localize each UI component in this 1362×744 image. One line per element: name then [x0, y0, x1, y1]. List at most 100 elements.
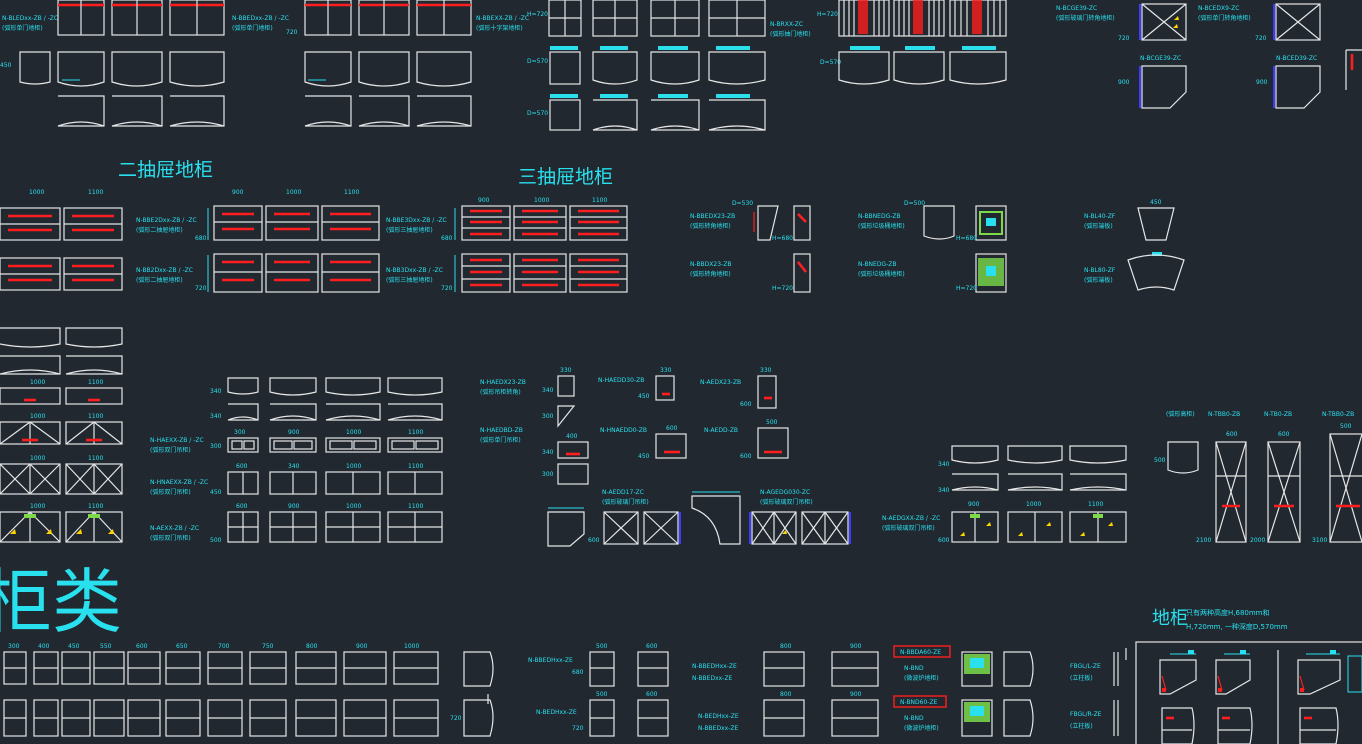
dim-label: 600 [236, 503, 248, 510]
code-glass-row: N-AEDGXX-ZB / -ZC [882, 515, 940, 522]
code-tall-3: N-TBB0-ZB [1322, 411, 1354, 418]
top-left-cabinet-group: N-BLEDxx-ZB / -ZC (弧形单门地柜) 450 [0, 0, 225, 127]
dim-label: 1100 [344, 189, 359, 196]
dim-label: 680 [572, 669, 584, 676]
code-wall-9-desc: (弧形双门吊柜) [150, 446, 191, 454]
code-two-drawer-a: N-BBE2Dxx-ZB / -ZC [136, 217, 197, 224]
heading-two-drawer: 二抽屉地柜 [118, 159, 213, 181]
dim-label: 680 [195, 235, 207, 242]
code-wall-3: N-HAEDD30-ZB [598, 377, 644, 384]
code-end-1-desc: (弧形端板) [1084, 222, 1113, 230]
code-bot-8-desc: (立柱板) [1070, 722, 1093, 730]
code-wall-10: N-HNAEXX-ZB / -ZC [150, 479, 208, 486]
heading-base-cabinet: 地柜 [1152, 608, 1188, 629]
code-wall-8: N-AGEDG030-ZC [760, 489, 810, 496]
dim-label: 2100 [1196, 537, 1211, 544]
dim-label: 300 [542, 471, 554, 478]
dim-label: 720 [441, 285, 453, 292]
dim-label: D=570 [527, 58, 548, 65]
dim-label: 1100 [88, 379, 103, 386]
dim-label: 1100 [1088, 501, 1103, 508]
code-bot-1: N-BBEDHxx-ZE [528, 657, 573, 664]
code-top-1: N-BLEDxx-ZB / -ZC [2, 15, 58, 22]
dim-label: 500 [1154, 457, 1166, 464]
dim-label: 800 [780, 691, 792, 698]
dim-label: 340 [542, 449, 554, 456]
code-top-4: N-BRXX-ZC [770, 21, 803, 28]
dim-label: 340 [938, 461, 950, 468]
code-top-2: N-BBEDxx-ZB / -ZC [232, 15, 289, 22]
dim-label: 720 [195, 285, 207, 292]
dim-label: 900 [356, 643, 368, 650]
left-wall-cabinet-column: 1000 1100 1000 1100 1000 1100 1000 1100 … [0, 327, 208, 543]
dim-label: 500 [766, 419, 778, 426]
dim-label: 600 [236, 463, 248, 470]
code-tall-desc: (弧形高柜) [1166, 410, 1195, 418]
glass-door-wall-cabinets: 340 340 900 1000 1100 N-AEDGXX-ZB / -ZC … [882, 445, 1127, 544]
dim-label: 600 [588, 537, 600, 544]
heading-three-drawer: 三抽屉地柜 [518, 166, 613, 188]
cabinet-plan [111, 95, 163, 127]
dim-label: 450 [638, 393, 650, 400]
code-bot-2: N-BEDHxx-ZE [536, 709, 577, 716]
top-right-corner-cabinets: N-BCGE39-ZC (弧形玻璃门转角地柜) 720 N-BCEDX9-ZC … [1056, 3, 1362, 109]
dim-label: 900 [478, 197, 490, 204]
dim-label: H=680 [772, 235, 793, 242]
code-top-1-desc: (弧形单门地柜) [2, 24, 43, 32]
dim-label: 1000 [30, 379, 45, 386]
top-hatched-cabinets: H=720 D=570 [817, 0, 1007, 85]
dim-label: 900 [850, 691, 862, 698]
code-bot-6b: N-BND [904, 715, 924, 722]
dim-label: 720 [450, 715, 462, 722]
dim-label: 2000 [1250, 537, 1265, 544]
dim-label: 700 [218, 643, 230, 650]
dim-label: H=720 [527, 11, 548, 18]
dim-label: 720 [572, 725, 584, 732]
code-wall-5: N-HNAEDD0-ZB [600, 427, 647, 434]
dim-label: 600 [646, 643, 658, 650]
dim-label: 500 [210, 537, 222, 544]
code-three-drawer-a-desc: (弧形三抽屉地柜) [386, 226, 433, 234]
code-two-drawer-b: N-BB2Dxx-ZB / -ZC [136, 267, 193, 274]
code-top-3: N-BBEXX-ZB / -ZC [476, 15, 529, 22]
dim-label: 900 [968, 501, 980, 508]
corner-cabinets: D=530 N-BBEDX23-ZB (弧形转角地柜) H=680 N-BBDX… [690, 200, 811, 293]
dim-label: 600 [740, 453, 752, 460]
dim-label: 500 [1340, 423, 1352, 430]
code-three-drawer-a: N-BBE3Dxx-ZB / -ZC [386, 217, 447, 224]
code-bot-5: N-BBDA60-ZE [900, 649, 941, 656]
dim-label: 340 [210, 388, 222, 395]
dim-label: 720 [1118, 35, 1130, 42]
code-bot-4b: N-BBEDxx-ZE [698, 725, 738, 732]
dim-label: H=720 [956, 285, 977, 292]
end-panels: N-BL40-ZF (弧形端板) 450 N-BL80-ZF (弧形端板) [1084, 199, 1185, 291]
dim-label: 800 [306, 643, 318, 650]
bottom-right-detail-frame [1125, 641, 1362, 744]
dim-label: 340 [210, 413, 222, 420]
base-note-1: 只有两种高度H,680mm和 [1186, 608, 1270, 617]
code-bin-2: N-BNEDG-ZB [858, 261, 897, 268]
dim-label: 1000 [286, 189, 301, 196]
code-bot-6: N-BND60-ZE [900, 699, 938, 706]
code-end-2: N-BL80-ZF [1084, 267, 1116, 274]
dim-label: 600 [646, 691, 658, 698]
dim-label: 1100 [88, 503, 103, 510]
cabinet-plan [169, 51, 225, 87]
dim-label: 650 [176, 643, 188, 650]
code-wall-7-desc: (弧形玻璃门吊柜) [602, 498, 649, 506]
code-wall-8-desc: (弧形玻璃双门吊柜) [760, 498, 813, 506]
heading-cabinets: 柜类 [0, 561, 122, 643]
code-wall-11-desc: (弧形双门吊柜) [150, 534, 191, 542]
dim-label: 1000 [346, 429, 361, 436]
code-three-drawer-b: N-BB3Dxx-ZB / -ZC [386, 267, 443, 274]
code-two-drawer-b-desc: (弧形二抽屉地柜) [136, 276, 183, 284]
code-wall-10-desc: (弧形双门吊柜) [150, 488, 191, 496]
code-top-4-desc: (弧形抽门地柜) [770, 30, 811, 38]
wall-corner-cabinets: N-HAEDX23-ZB (弧形吊柜转角) 330 340 300 N-HAED… [480, 367, 851, 547]
dim-label: 330 [560, 367, 572, 374]
code-wall-11: N-AEXX-ZB / -ZC [150, 525, 199, 532]
dim-label: 720 [1255, 35, 1267, 42]
dim-label: D=570 [527, 110, 548, 117]
